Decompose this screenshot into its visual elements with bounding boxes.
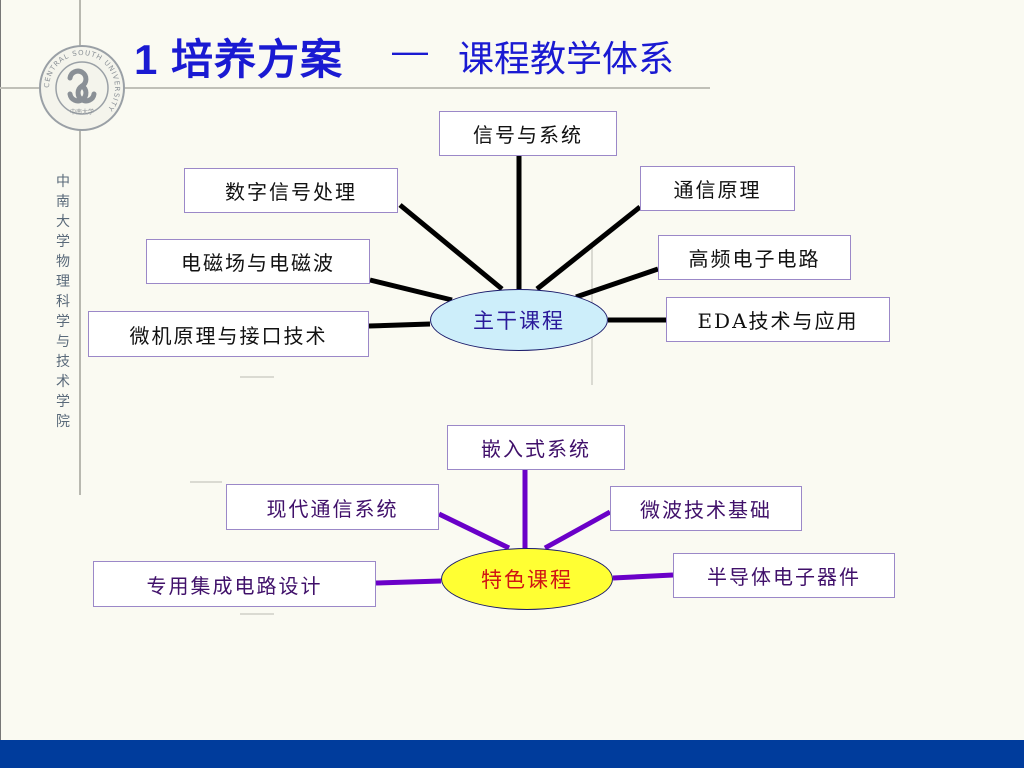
bottom-bar [0,740,1024,768]
course-asic-design: 专用集成电路设计 [93,561,376,607]
university-logo: CENTRAL SOUTH UNIVERSITY 中南大学 [39,45,125,131]
special-connectors [375,469,674,586]
course-embedded-systems: 嵌入式系统 [447,425,625,470]
course-semiconductor-devices: 半导体电子器件 [673,553,895,598]
course-communication-principles: 通信原理 [640,166,795,211]
course-high-frequency-electronic-circuits: 高频电子电路 [658,235,851,280]
course-electromagnetic-fields-and-waves: 电磁场与电磁波 [146,239,370,284]
course-microwave-technology: 微波技术基础 [610,486,802,531]
course-signals-and-systems: 信号与系统 [439,111,617,156]
special-courses-hub: 特色课程 [441,548,613,610]
course-microcomputer-and-interface: 微机原理与接口技术 [88,311,369,357]
course-eda-technology: EDA技术与应用 [666,297,890,342]
course-digital-signal-processing: 数字信号处理 [184,168,398,213]
title-dash: — [392,30,428,71]
institution-name: 中南大学物理科学与技术学院 [56,174,70,430]
course-modern-communication-systems: 现代通信系统 [226,484,439,530]
page-subtitle: 课程教学体系 [458,39,675,80]
page-title: 1 培养方案 [134,36,344,83]
main-courses-hub: 主干课程 [430,289,608,351]
main-connectors [368,156,666,329]
logo-inner-text: 中南大学 [70,108,94,116]
